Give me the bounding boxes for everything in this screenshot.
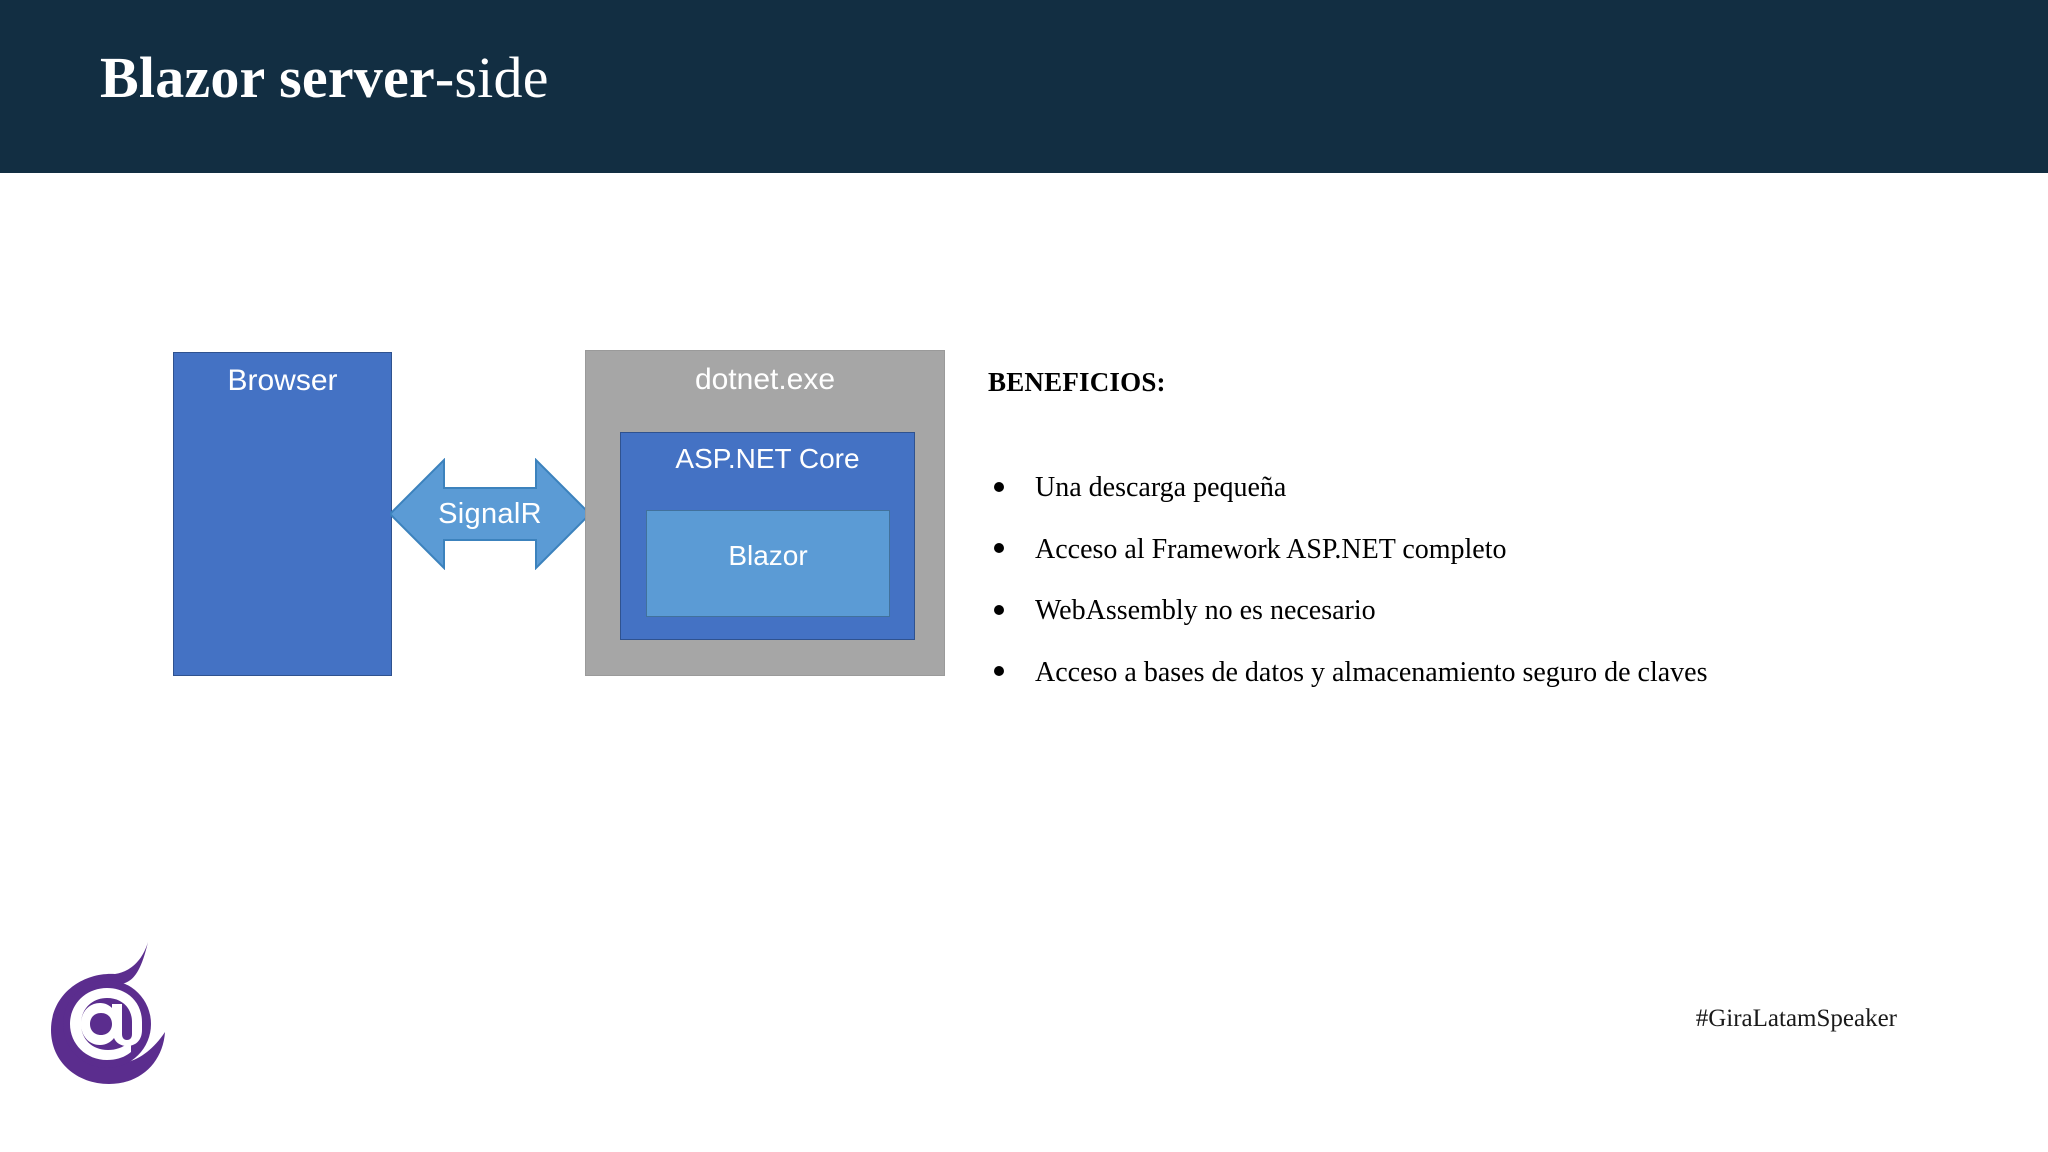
diagram-box-browser: Browser bbox=[173, 352, 392, 676]
diagram-box-browser-label: Browser bbox=[227, 364, 338, 397]
bullet-icon bbox=[994, 666, 1004, 677]
footer-hashtag: #GiraLatamSpeaker bbox=[1695, 1005, 1897, 1032]
list-item: Acceso al Framework ASP.NET completo bbox=[988, 534, 1988, 566]
list-item-label: WebAssembly no es necesario bbox=[1035, 595, 1376, 627]
diagram-box-dotnet-exe-label: dotnet.exe bbox=[694, 363, 836, 396]
list-item-label: Acceso al Framework ASP.NET completo bbox=[1035, 533, 1507, 565]
signalr-connector-label: SignalR bbox=[438, 497, 542, 530]
bullet-icon bbox=[994, 604, 1004, 615]
bullet-icon bbox=[994, 481, 1004, 492]
list-item: WebAssembly no es necesario bbox=[988, 595, 1988, 627]
page-title-light: -side bbox=[434, 45, 549, 110]
signalr-connector: SignalR bbox=[390, 458, 590, 570]
diagram-box-blazor: Blazor bbox=[646, 510, 890, 617]
diagram-box-blazor-label: Blazor bbox=[728, 540, 808, 571]
blazor-logo bbox=[45, 936, 169, 1086]
blazor-at-flame-icon bbox=[51, 942, 165, 1084]
architecture-diagram: Browser SignalR dotnet.exe ASP.NET Core … bbox=[0, 0, 1000, 1152]
benefits-section: BENEFICIOS: Una descarga pequeña Acceso … bbox=[988, 366, 1988, 718]
list-item-label: Acceso a bases de datos y almacenamiento… bbox=[1035, 656, 1708, 688]
slide-header-bar bbox=[0, 0, 2048, 173]
diagram-box-aspnet-core-label: ASP.NET Core bbox=[675, 443, 860, 474]
list-item-label: Una descarga pequeña bbox=[1035, 472, 1287, 504]
bullet-icon bbox=[994, 543, 1004, 554]
list-item: Una descarga pequeña bbox=[988, 472, 1988, 504]
benefits-heading: BENEFICIOS: bbox=[988, 367, 1166, 397]
page-title: Blazor server-side bbox=[100, 45, 549, 111]
double-arrow-icon bbox=[390, 458, 590, 570]
benefits-list: Una descarga pequeña Acceso al Framework… bbox=[988, 472, 1988, 689]
list-item: Acceso a bases de datos y almacenamiento… bbox=[988, 657, 1988, 689]
page-title-strong: Blazor server bbox=[100, 45, 435, 110]
